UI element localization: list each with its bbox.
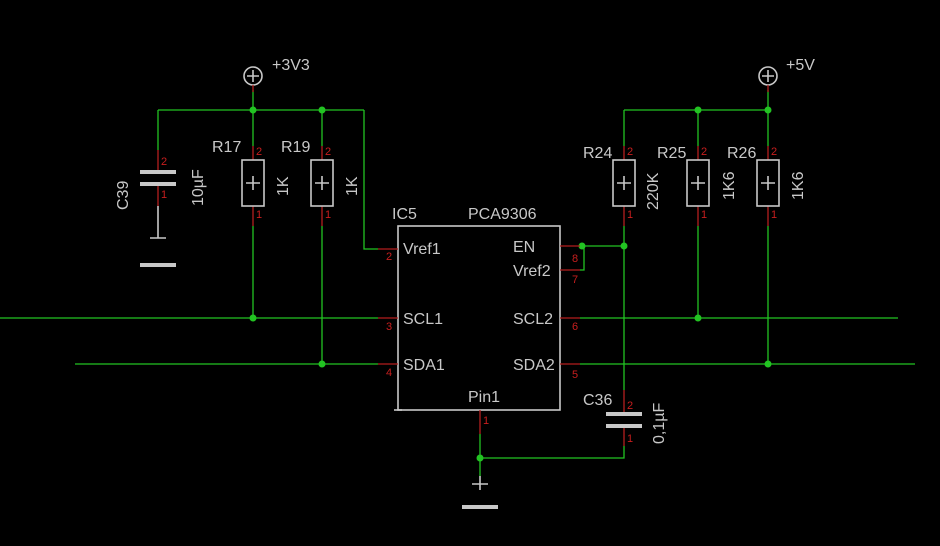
pin-number: 2 <box>701 146 707 158</box>
pin-number: 1 <box>627 433 633 445</box>
resistor-r19[interactable]: 2 1 R19 1K <box>281 139 361 226</box>
r26-ref: R26 <box>727 145 756 162</box>
junction-dot <box>620 242 628 250</box>
plus-icon <box>246 176 260 190</box>
junction-dot <box>249 314 257 322</box>
capacitor-c36[interactable]: 2 1 C36 0,1µF <box>583 390 668 446</box>
plus-icon <box>761 176 775 190</box>
resistor-r26[interactable]: 2 1 R26 1K6 <box>727 145 807 226</box>
pin-label-scl2: SCL2 <box>513 311 553 328</box>
resistor-r24[interactable]: 2 1 R24 220K <box>583 145 662 226</box>
pin-label-pin1: Pin1 <box>468 389 500 406</box>
junction-dot <box>476 454 484 462</box>
pin-label-vref1: Vref1 <box>403 241 441 258</box>
pin-number: 1 <box>771 209 777 221</box>
capacitor-c39[interactable]: 2 1 C39 10µF <box>115 150 207 267</box>
r17-value: 1K <box>275 176 292 196</box>
junction-dot <box>318 106 326 114</box>
junction-dot <box>764 360 772 368</box>
plus-icon <box>247 70 259 82</box>
ic-part: PCA9306 <box>468 206 537 223</box>
pin-number: 1 <box>161 189 167 201</box>
resistor-r25[interactable]: 2 1 R25 1K6 <box>657 145 738 226</box>
r24-ref: R24 <box>583 145 612 162</box>
c39-value: 10µF <box>190 169 207 206</box>
junction-dot <box>578 242 586 250</box>
junction-dot <box>318 360 326 368</box>
resistor-body <box>686 159 710 207</box>
pin-number: 3 <box>386 321 392 333</box>
ground-icon <box>140 206 176 267</box>
supply-label-5v: +5V <box>786 57 815 74</box>
pin-number: 1 <box>256 209 262 221</box>
pin-number: 2 <box>161 156 167 168</box>
supply-5v[interactable]: +5V <box>758 57 815 92</box>
pin-number: 1 <box>483 415 489 427</box>
pin-number: 4 <box>386 367 392 379</box>
junction-dot <box>694 314 702 322</box>
junctions <box>249 106 772 462</box>
wire-vref2 <box>580 246 585 271</box>
r24-value: 220K <box>645 172 662 210</box>
supply-label-3v3: +3V3 <box>272 57 310 74</box>
resistor-r17[interactable]: 2 1 R17 1K <box>212 139 292 226</box>
r17-ref: R17 <box>212 139 241 156</box>
supply-3v3[interactable]: +3V3 <box>243 57 310 92</box>
ic-pca9306[interactable]: IC5 PCA9306 2 3 4 Vref1 SCL1 SDA1 8 7 6 … <box>378 206 580 434</box>
resistor-body <box>756 159 780 207</box>
ground-stem <box>472 476 488 490</box>
pin-label-scl1: SCL1 <box>403 311 443 328</box>
pin-label-sda1: SDA1 <box>403 357 445 374</box>
plus-icon <box>691 176 705 190</box>
junction-dot <box>694 106 702 114</box>
wire-c36-gnd <box>480 446 625 459</box>
pin-label-sda2: SDA2 <box>513 357 555 374</box>
r25-ref: R25 <box>657 145 686 162</box>
pin-number: 1 <box>627 209 633 221</box>
junction-dot <box>764 106 772 114</box>
r25-value: 1K6 <box>721 171 738 200</box>
pin-number: 2 <box>627 146 633 158</box>
plus-icon <box>762 70 774 82</box>
ic-ref: IC5 <box>392 206 417 223</box>
r19-ref: R19 <box>281 139 310 156</box>
pin-label-vref2: Vref2 <box>513 263 551 280</box>
c36-ref: C36 <box>583 392 612 409</box>
c36-value: 0,1µF <box>651 403 668 444</box>
r26-value: 1K6 <box>790 171 807 200</box>
pin-line <box>378 248 398 365</box>
wire-vref1 <box>363 110 378 250</box>
pin-number: 7 <box>572 274 578 286</box>
pin-number: 1 <box>325 209 331 221</box>
pin-number: 8 <box>572 253 578 265</box>
pin-number: 1 <box>701 209 707 221</box>
wires <box>0 90 915 476</box>
pin-line <box>560 245 580 365</box>
pin-number: 6 <box>572 321 578 333</box>
pin-number: 2 <box>325 146 331 158</box>
c39-ref: C39 <box>115 181 132 210</box>
resistor-body <box>612 159 636 207</box>
pin-number: 5 <box>572 369 578 381</box>
resistor-body <box>241 159 265 207</box>
plus-icon <box>315 176 329 190</box>
pin-number: 2 <box>386 251 392 263</box>
junction-dot <box>249 106 257 114</box>
plus-icon <box>617 176 631 190</box>
resistor-body <box>310 159 334 207</box>
pin-label-en: EN <box>513 239 535 256</box>
ground-icon[interactable] <box>462 476 498 509</box>
pin-number: 2 <box>256 146 262 158</box>
pin-number: 2 <box>627 400 633 412</box>
pin-number: 2 <box>771 146 777 158</box>
r19-value: 1K <box>344 176 361 196</box>
